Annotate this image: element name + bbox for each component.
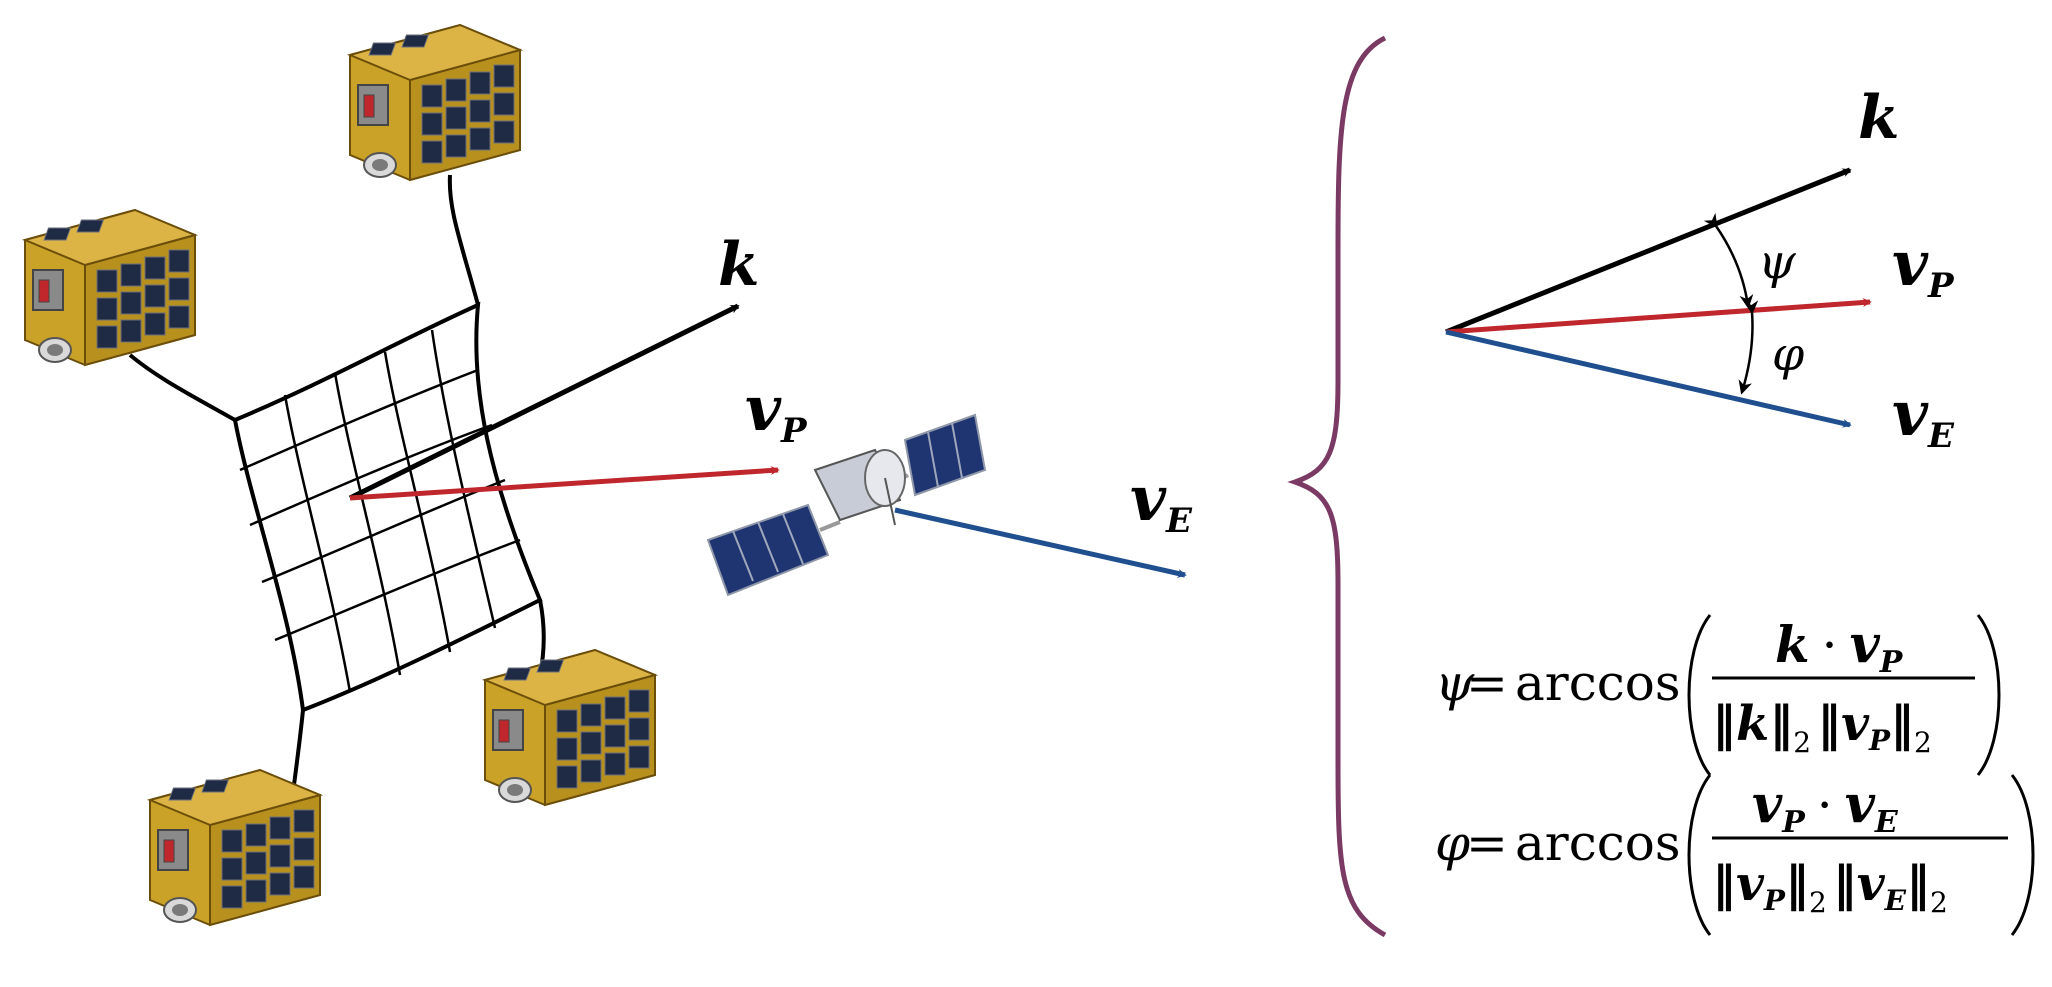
vector-k-right xyxy=(1445,167,1852,335)
eq-phi-numerator: vP·vE xyxy=(1752,774,1899,840)
eq-psi-numerator: k·vP xyxy=(1775,614,1904,680)
cubesat-bottom xyxy=(149,769,321,926)
eq-phi-func: arccos xyxy=(1515,814,1680,872)
eq-phi-paren-left xyxy=(1687,774,1712,936)
tether-left xyxy=(128,353,236,422)
capture-scene: k vP vE xyxy=(24,24,1193,926)
eq-psi-paren-right xyxy=(1976,614,2001,776)
eq-psi-lhs: ψ xyxy=(1435,654,1475,712)
curly-brace xyxy=(1287,35,1387,938)
eq-psi-func: arccos xyxy=(1515,654,1680,712)
vector-vp-right xyxy=(1445,298,1872,335)
eq-phi-denominator: ‖vP‖2‖vE‖2 xyxy=(1712,856,1948,919)
target-satellite xyxy=(706,413,987,597)
eq-psi-equals: = xyxy=(1466,654,1508,712)
eq-phi-paren-right xyxy=(2010,774,2035,936)
eq-phi-equals: = xyxy=(1466,814,1508,872)
label-vp-right: vP xyxy=(1892,227,1955,306)
cubesat-right xyxy=(484,649,656,806)
angle-arc-phi xyxy=(1738,300,1759,395)
equation-phi: φ = arccos vP·vE ‖vP‖2‖vE‖2 xyxy=(1435,774,2035,936)
angle-arc-psi xyxy=(1703,212,1754,309)
label-phi: φ xyxy=(1772,327,1805,381)
eq-psi-paren-left xyxy=(1687,614,1712,776)
vector-k-left xyxy=(348,303,740,501)
label-k-right: k xyxy=(1858,83,1900,153)
cubesat-top xyxy=(349,24,521,181)
label-ve-right: vE xyxy=(1892,377,1955,456)
eq-psi-denominator: ‖k‖2‖vP‖2 xyxy=(1712,696,1932,759)
tether-top xyxy=(447,174,480,306)
capture-net xyxy=(232,301,543,713)
equation-psi: ψ = arccos k·vP ‖k‖2‖vP‖2 xyxy=(1435,614,2001,776)
vector-ve-left xyxy=(894,507,1187,578)
label-psi: ψ xyxy=(1758,234,1797,290)
vector-ve-right xyxy=(1445,329,1852,428)
eq-phi-lhs: φ xyxy=(1435,814,1470,872)
vector-vp-left xyxy=(349,465,780,501)
angle-detail: ψ φ k vP vE xyxy=(1445,83,1955,456)
label-vp-left: vP xyxy=(745,372,808,451)
cubesat-left xyxy=(24,209,196,366)
label-ve-left: vE xyxy=(1130,462,1193,541)
label-k-left: k xyxy=(718,230,760,300)
